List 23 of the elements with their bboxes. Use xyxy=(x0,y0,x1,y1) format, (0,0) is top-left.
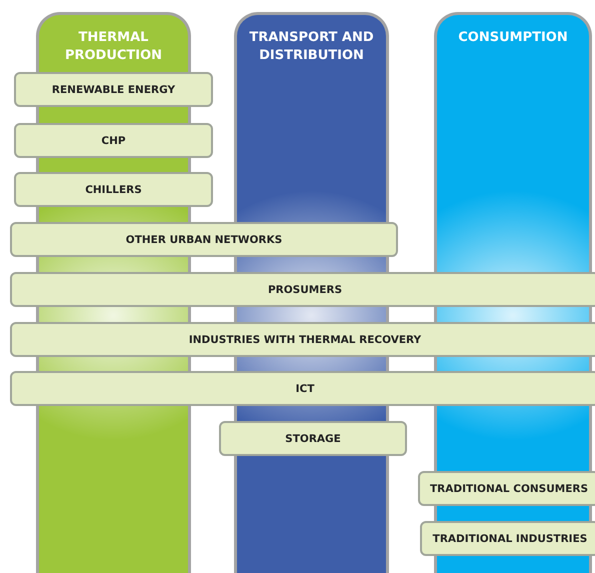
column-heading: TRANSPORT AND DISTRIBUTION xyxy=(248,29,375,65)
category-bar xyxy=(14,72,213,107)
column-heading: THERMAL PRODUCTION xyxy=(64,29,164,65)
bar-label: CHP xyxy=(101,134,126,146)
bar-label: TRADITIONAL INDUSTRIES xyxy=(432,532,588,544)
bar-label: OTHER URBAN NETWORKS xyxy=(126,234,282,246)
bar-label: INDUSTRIES WITH THERMAL RECOVERY xyxy=(188,334,422,346)
category-bar xyxy=(418,471,595,506)
category-bar xyxy=(10,371,595,406)
bar-label: RENEWABLE ENERGY xyxy=(52,84,176,96)
category-bar xyxy=(219,421,407,456)
bar-label: ICT xyxy=(296,382,314,394)
bar-label: STORAGE xyxy=(285,432,341,444)
category-bar xyxy=(10,222,398,257)
bar-label: PROSUMERS xyxy=(268,284,342,296)
category-bar xyxy=(14,123,213,158)
bar-label: CHILLERS xyxy=(85,184,142,196)
category-bar xyxy=(10,272,595,307)
column-heading: CONSUMPTION xyxy=(457,29,569,47)
category-bar xyxy=(10,322,595,357)
bar-label: TRADITIONAL CONSUMERS xyxy=(430,482,588,494)
category-bar xyxy=(420,521,595,556)
category-bar xyxy=(14,172,213,207)
